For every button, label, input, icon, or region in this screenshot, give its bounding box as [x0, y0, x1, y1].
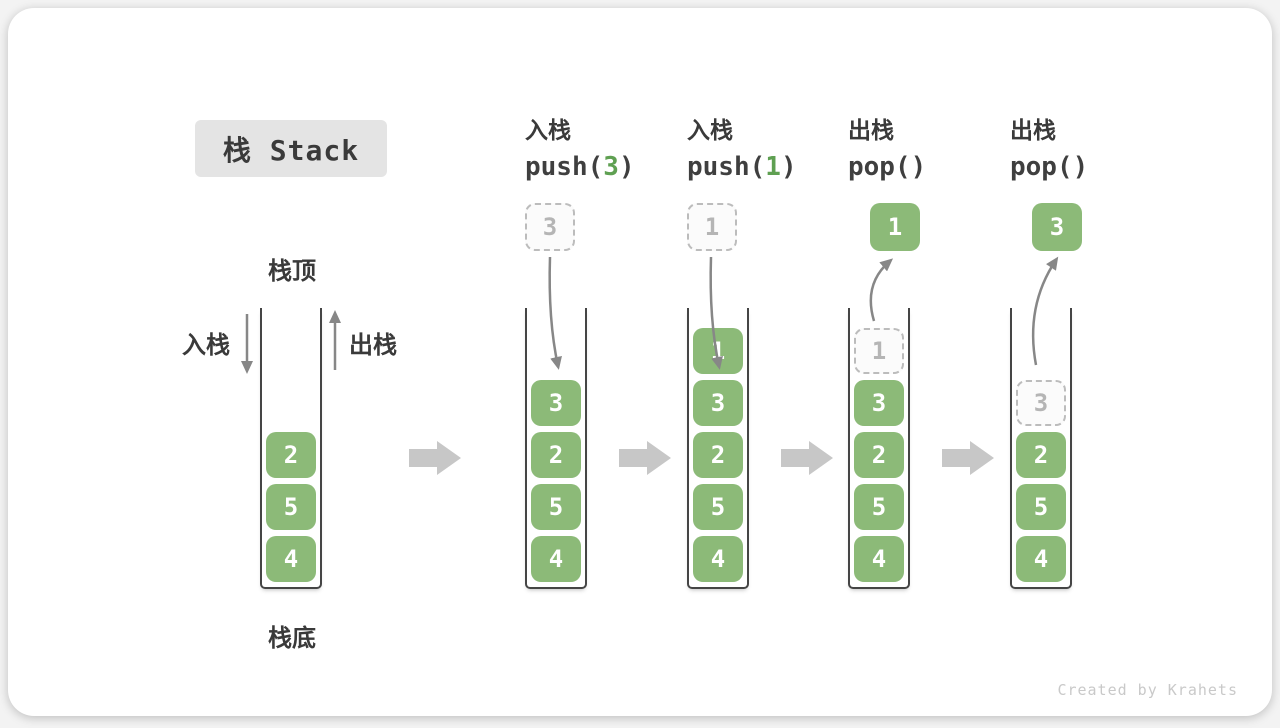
- stack-cell: 4: [531, 536, 581, 582]
- op-chinese-label: 入栈: [525, 111, 695, 145]
- op-code-label: pop(): [1010, 152, 1180, 182]
- transition-arrow: [409, 441, 461, 475]
- stack-cell: 5: [854, 484, 904, 530]
- stack-cell: 2: [854, 432, 904, 478]
- op-chinese-label: 入栈: [687, 111, 857, 145]
- op-code-argument: 1: [765, 152, 781, 182]
- step-op-label-pop-3: 出栈 pop(): [1010, 111, 1180, 182]
- step-op-label-push-3: 入栈 push(3): [525, 111, 695, 182]
- stack-cell: 2: [1016, 432, 1066, 478]
- stack-bottom-label: 栈底: [232, 618, 352, 653]
- op-code-argument: 3: [603, 152, 619, 182]
- stack-cell: 4: [854, 536, 904, 582]
- op-chinese-label: 出栈: [1010, 111, 1180, 145]
- pop-direction-label: 出栈: [349, 325, 425, 360]
- stack-cell: 4: [693, 536, 743, 582]
- op-code-label: pop(): [848, 152, 1018, 182]
- op-chinese-label: 出栈: [848, 111, 1018, 145]
- stack-cell: 3: [854, 380, 904, 426]
- step-op-label-push-1: 入栈 push(1): [687, 111, 857, 182]
- stack-cell: 3: [693, 380, 743, 426]
- stack-cell: 5: [531, 484, 581, 530]
- stack-cell: 5: [1016, 484, 1066, 530]
- floating-cell-push-3: 3: [525, 203, 575, 251]
- stack-cell: 2: [266, 432, 316, 478]
- stack-cell: 2: [693, 432, 743, 478]
- stack-cell: 3: [531, 380, 581, 426]
- stack-cell: 1: [854, 328, 904, 374]
- floating-cell-pop-3: 3: [1032, 203, 1082, 251]
- op-code-label: push(3): [525, 152, 695, 182]
- stack-cell: 2: [531, 432, 581, 478]
- stack-cell: 5: [693, 484, 743, 530]
- watermark: Created by Krahets: [1057, 681, 1238, 699]
- transition-arrow: [781, 441, 833, 475]
- stack-cell: 4: [1016, 536, 1066, 582]
- stack-cell: 4: [266, 536, 316, 582]
- stack-cell: 1: [693, 328, 743, 374]
- floating-cell-pop-1: 1: [870, 203, 920, 251]
- op-code-label: push(1): [687, 152, 857, 182]
- transition-arrow: [942, 441, 994, 475]
- floating-cell-push-1: 1: [687, 203, 737, 251]
- push-direction-label: 入栈: [154, 325, 230, 360]
- stack-cell: 5: [266, 484, 316, 530]
- transition-arrow: [619, 441, 671, 475]
- stack-cell: 3: [1016, 380, 1066, 426]
- stack-top-label: 栈顶: [232, 251, 352, 286]
- diagram-title: 栈 Stack: [195, 120, 387, 177]
- step-op-label-pop-1: 出栈 pop(): [848, 111, 1018, 182]
